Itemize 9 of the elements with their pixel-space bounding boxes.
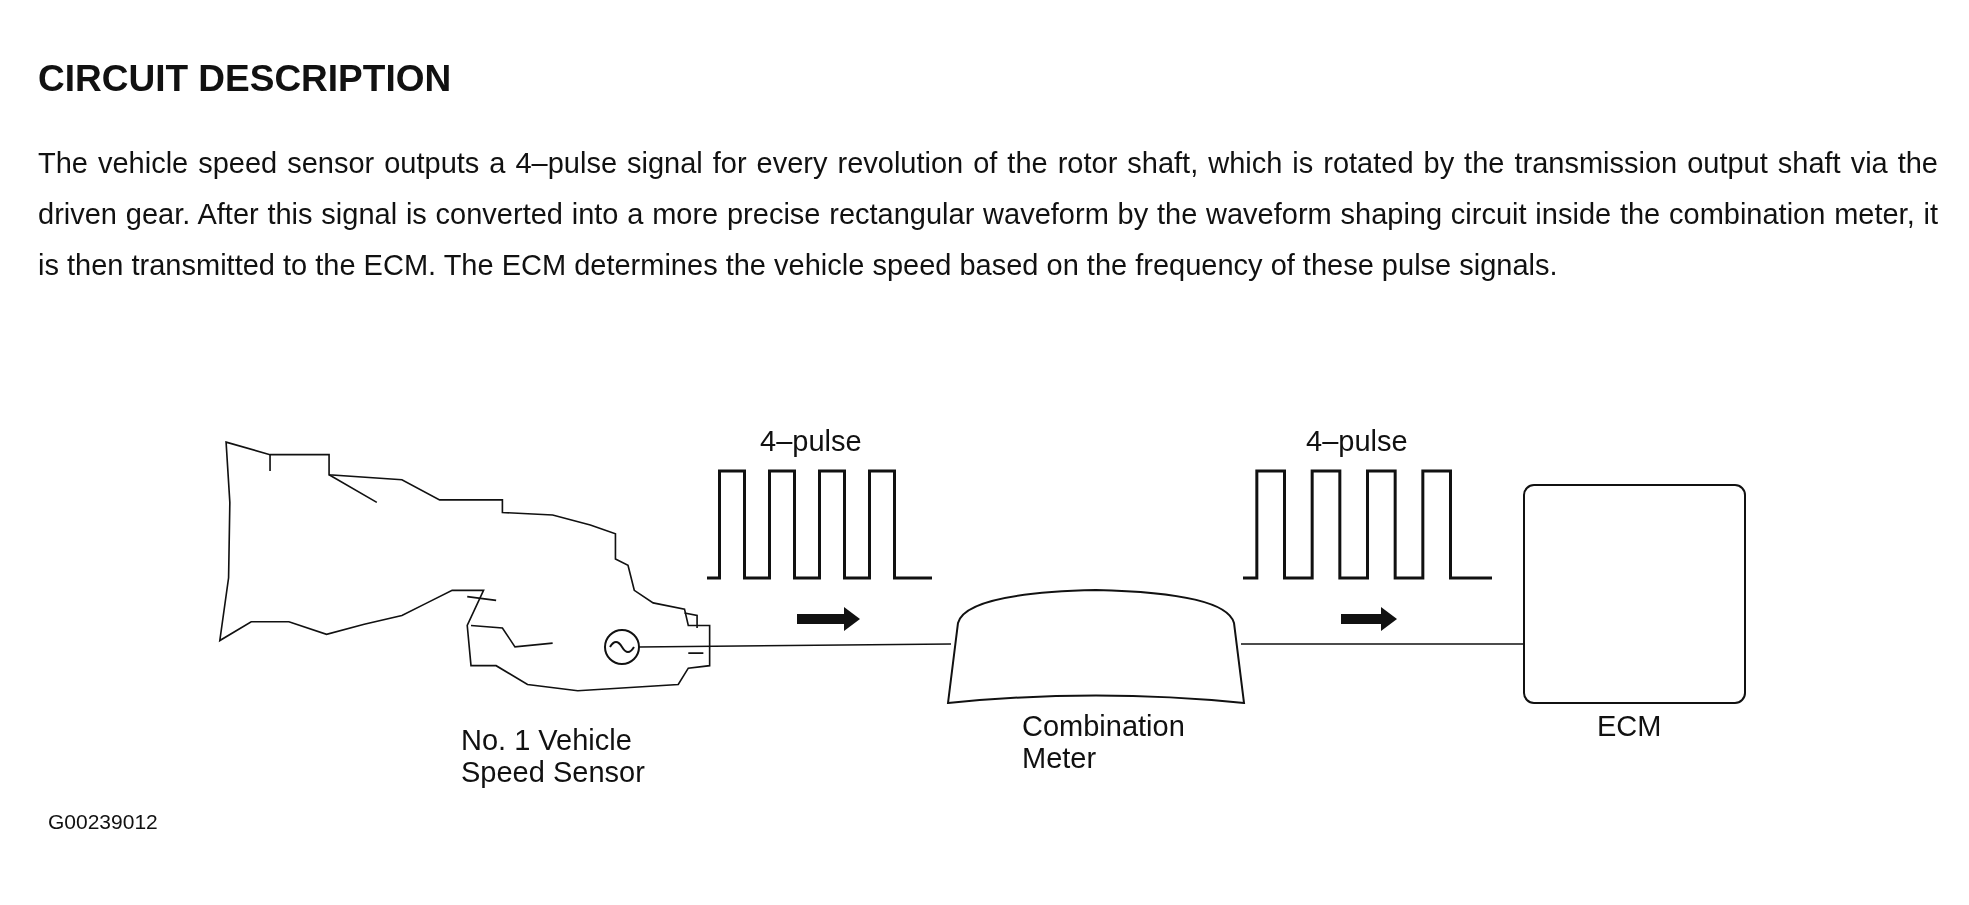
- pulse-label: 4–pulse: [1306, 425, 1408, 458]
- sensor-caption: No. 1 Vehicle Speed Sensor: [461, 724, 646, 788]
- meter-label: Combination Meter: [1022, 710, 1186, 774]
- figure-code: G00239012: [48, 810, 158, 834]
- description-paragraph: The vehicle speed sensor outputs a 4–pulse signal for every revolution of the rotor shaft, which is rotated by the transmission output shaft via the driven gear. After this signal is converted into a more precise rectangular waveform by the waveform shaping circuit inside the combination meter, it is then transmitted to the ECM. The ECM determines the vehicle speed based on the frequency of these pulse signals.: [38, 146, 1938, 283]
- heading: CIRCUIT DESCRIPTION: [38, 58, 452, 100]
- ecm-label: ECM: [1597, 710, 1662, 742]
- connection-line: [1240, 643, 1525, 645]
- pulse-label: 4–pulse: [760, 425, 862, 458]
